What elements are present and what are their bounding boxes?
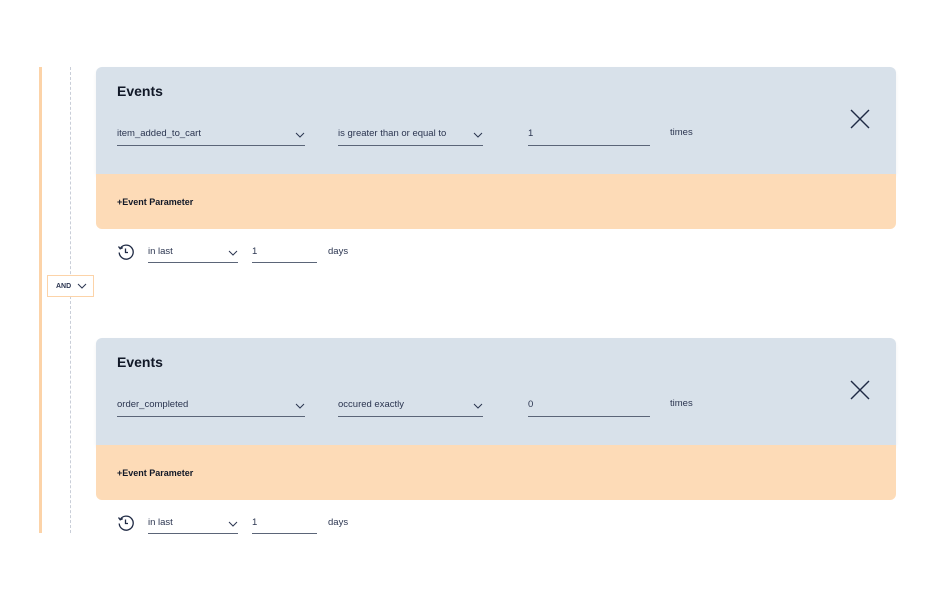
period-select[interactable]: in last [148,513,238,534]
logic-operator-select[interactable]: AND [47,275,94,297]
event-name-select[interactable]: order_completed [117,395,305,417]
chevron-down-icon [295,403,305,409]
period-unit-label: days [328,517,349,528]
event-card: Events order_completed occured exactly 0… [96,338,896,445]
period-value-input[interactable]: 1 [252,242,317,263]
event-name-value: item_added_to_cart [117,128,201,139]
chevron-down-icon [77,283,87,289]
event-parameter-bar: +Event Parameter [96,445,896,500]
event-title: Events [117,83,163,99]
history-clock-icon [117,244,134,260]
period-select[interactable]: in last [148,242,238,263]
count-input[interactable]: 1 [528,124,650,146]
period-value: in last [148,246,173,257]
chevron-down-icon [295,132,305,138]
history-clock-icon [117,515,134,531]
close-icon[interactable] [850,380,870,400]
logic-operator-label: AND [56,282,72,290]
count-input[interactable]: 0 [528,395,650,417]
time-window-row: in last 1 days [96,229,896,269]
operator-value: is greater than or equal to [338,128,447,139]
chevron-down-icon [228,521,238,527]
group-rail [39,67,42,533]
period-value-input[interactable]: 1 [252,513,317,534]
chevron-down-icon [473,132,483,138]
event-condition-1: Events item_added_to_cart is greater tha… [96,67,896,269]
event-name-select[interactable]: item_added_to_cart [117,124,305,146]
event-card: Events item_added_to_cart is greater tha… [96,67,896,174]
operator-select[interactable]: is greater than or equal to [338,124,483,146]
event-condition-2: Events order_completed occured exactly 0… [96,338,896,540]
event-name-value: order_completed [117,399,189,410]
period-value: in last [148,517,173,528]
count-unit-label: times [670,127,693,138]
count-unit-label: times [670,398,693,409]
operator-select[interactable]: occured exactly [338,395,483,417]
event-title: Events [117,354,163,370]
close-icon[interactable] [850,109,870,129]
time-window-row: in last 1 days [96,500,896,540]
add-event-parameter-button[interactable]: +Event Parameter [117,468,194,478]
period-unit-label: days [328,246,349,257]
operator-value: occured exactly [338,399,405,410]
chevron-down-icon [228,250,238,256]
event-parameter-bar: +Event Parameter [96,174,896,229]
add-event-parameter-button[interactable]: +Event Parameter [117,197,194,207]
connector-line [70,67,71,533]
chevron-down-icon [473,403,483,409]
